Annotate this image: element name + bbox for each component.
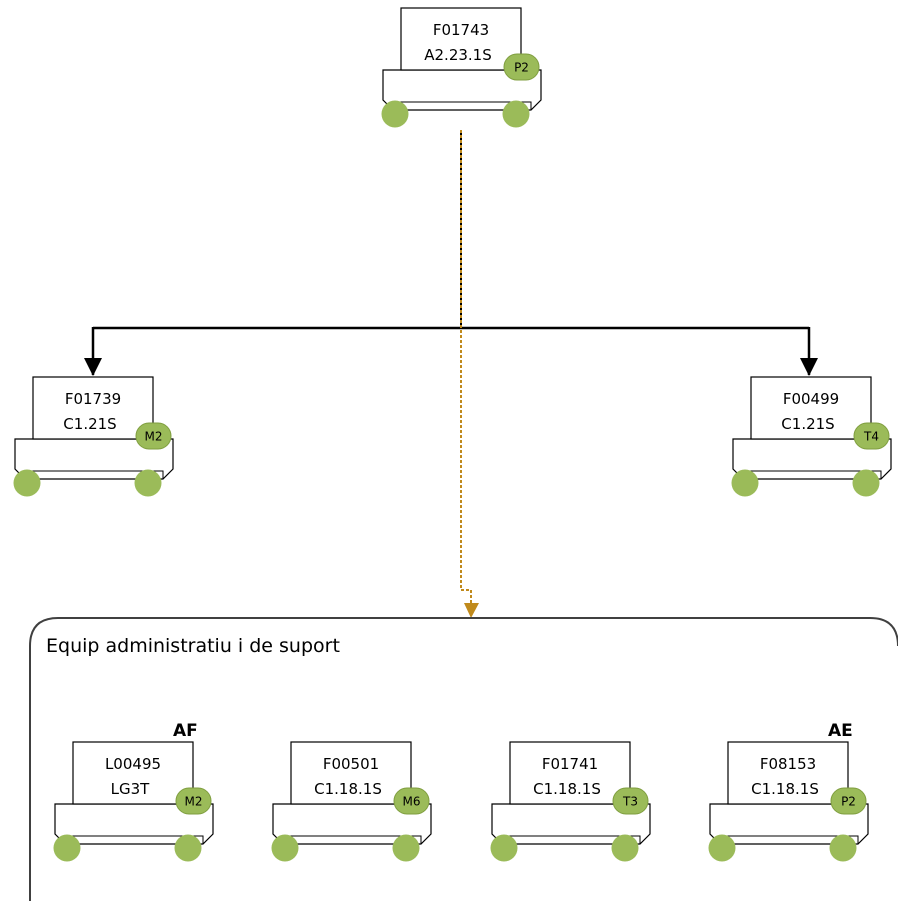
arrowhead-left [84,358,102,376]
node-top-badge-label: P2 [514,61,529,75]
node-member-3-code: C1.18.1S [533,780,601,798]
node-member-1-paper [72,741,194,805]
connectors [84,130,818,618]
node-child-left-wheel-right [134,469,162,497]
node-member-2-badge-label: M6 [403,795,421,809]
node-child-right-badge [853,422,890,450]
node-member-1-code: LG3T [111,780,151,798]
node-member-4-id: F08153 [760,755,816,773]
group-container: Equip administratiu i de suport [29,617,898,901]
node-child-right-id: F00499 [783,390,839,408]
node-child-left-id: F01739 [65,390,121,408]
group-title: Equip administratiu i de suport [46,635,340,657]
node-child-right-code: C1.21S [781,415,834,433]
node-member-3-wheel-left [490,834,518,862]
node-member-3-badge [612,787,649,815]
arrowhead-right [800,358,818,376]
node-member-2-code: C1.18.1S [314,780,382,798]
node-member-2-badge [393,787,430,815]
node-member-4-code: C1.18.1S [751,780,819,798]
node-member-1-tag: AF [173,721,198,741]
node-child-right-wheel-left [731,469,759,497]
node-child-right-paper [750,376,872,440]
dotted-link-arrowhead [464,603,479,618]
node-child-left-paper [32,376,154,440]
node-member-3-paper [509,741,631,805]
node-member-4-tag: AE [828,721,853,741]
node-top-code: A2.23.1S [424,46,492,64]
node-child-left-badge-label: M2 [145,430,163,444]
node-top-wheel-right [502,100,530,128]
node-child-right-badge-label: T4 [863,430,879,444]
node-member-4-badge [830,787,867,815]
node-child-left-wheel-left [13,469,41,497]
node-member-1-badge-label: M2 [185,795,203,809]
node-member-4-paper [727,741,849,805]
node-member-1-wheel-left [53,834,81,862]
node-child-left-badge [135,422,172,450]
node-child-right-wheel-right [852,469,880,497]
node-top-paper [400,7,522,71]
node-top-badge [503,53,540,81]
dotted-link-to-group [460,130,472,603]
node-member-4-badge-label: P2 [841,795,856,809]
node-member-3-id: F01741 [542,755,598,773]
node-member-3-wheel-right [611,834,639,862]
node-member-2-paper [290,741,412,805]
node-member-4-wheel-right [829,834,857,862]
node-member-1-wheel-right [174,834,202,862]
node-member-1-id: L00495 [105,755,161,773]
node-member-2-id: F00501 [323,755,379,773]
node-child-left-code: C1.21S [63,415,116,433]
node-member-3-badge-label: T3 [622,795,638,809]
node-top-id: F01743 [433,21,489,39]
node-top-wheel-left [381,100,409,128]
node-member-4-wheel-left [708,834,736,862]
node-member-1-badge [175,787,212,815]
node-member-2-wheel-left [271,834,299,862]
node-member-2-wheel-right [392,834,420,862]
